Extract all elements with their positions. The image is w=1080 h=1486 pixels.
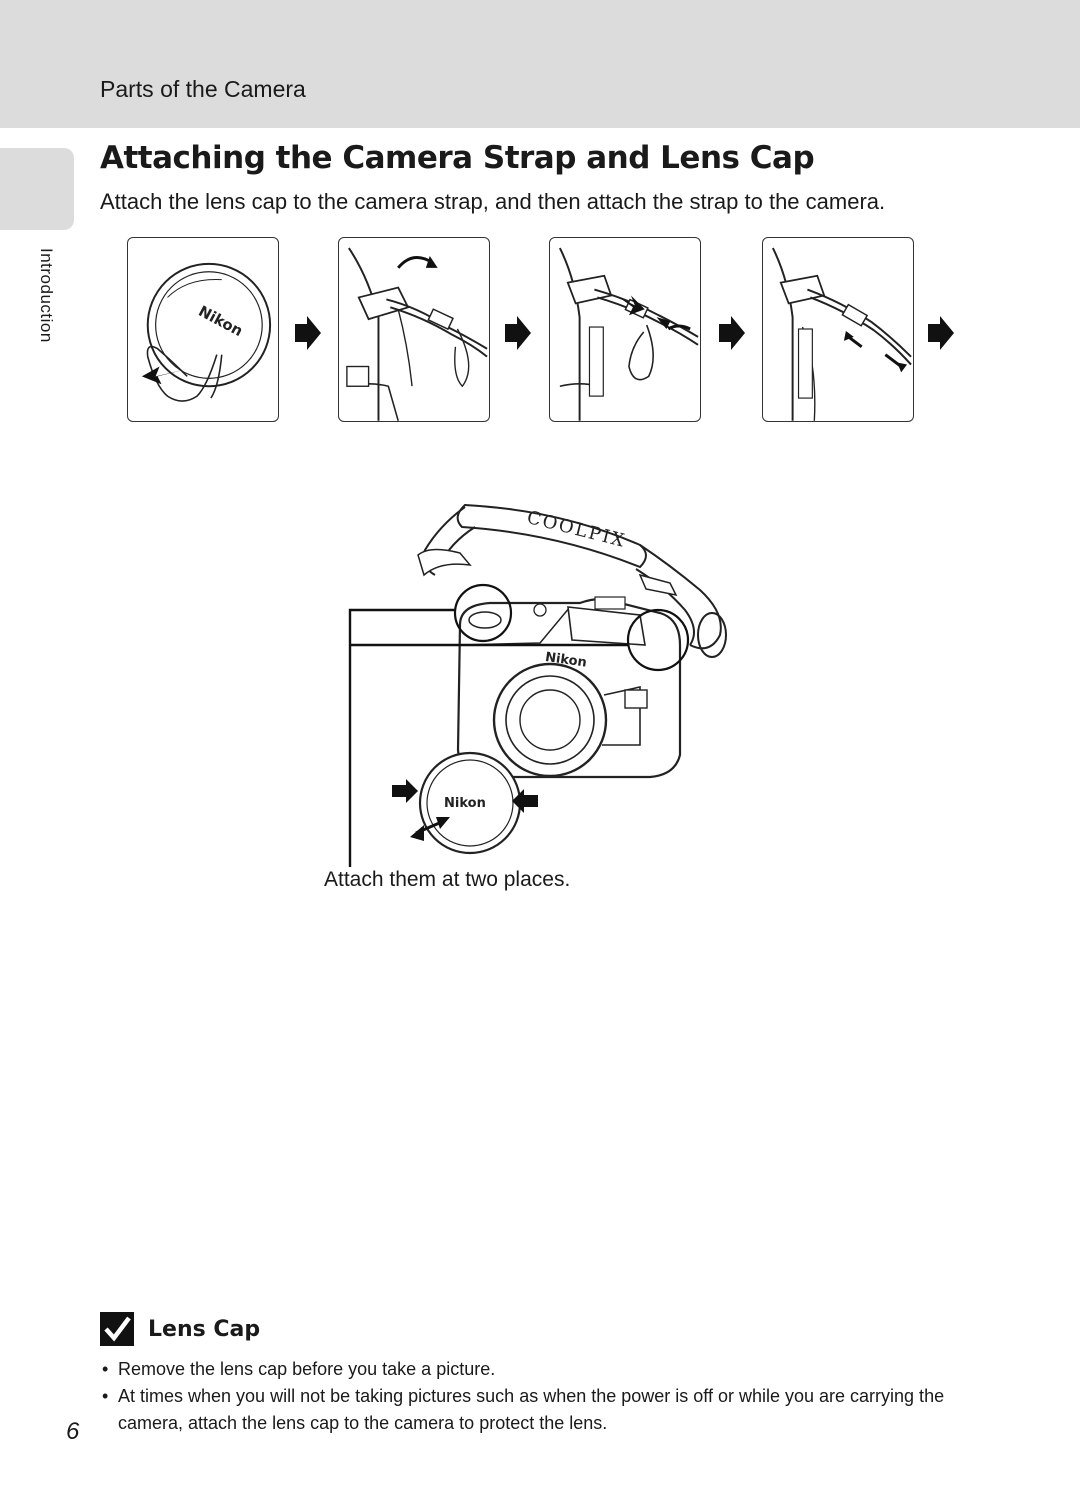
intro-text: Attach the lens cap to the camera strap,… xyxy=(100,189,886,214)
cap-brand-text: Nikon xyxy=(444,796,486,811)
step-4-illustration xyxy=(762,237,914,422)
note-item: At times when you will not be taking pic… xyxy=(100,1383,980,1437)
next-arrow-icon xyxy=(295,316,321,350)
next-arrow-icon xyxy=(505,316,531,350)
page-heading: Attaching the Camera Strap and Lens Cap xyxy=(100,140,815,176)
note-header: Lens Cap xyxy=(100,1312,980,1346)
header-band xyxy=(0,0,1080,128)
side-tab-label: Introduction xyxy=(37,248,56,343)
side-tab xyxy=(0,148,74,230)
page-number: 6 xyxy=(66,1418,80,1445)
next-arrow-icon xyxy=(928,316,954,350)
step-2-illustration xyxy=(338,237,490,422)
figure-caption: Attach them at two places. xyxy=(324,868,571,891)
strap-thread-drawing xyxy=(558,247,699,421)
step-1-illustration: Nikon xyxy=(127,237,279,422)
strap-tighten-drawing xyxy=(771,247,912,421)
note-title: Lens Cap xyxy=(148,1316,261,1342)
section-title: Parts of the Camera xyxy=(100,76,306,102)
note-item: Remove the lens cap before you take a pi… xyxy=(100,1356,980,1383)
lens-cap-cord-drawing: Nikon xyxy=(141,262,272,402)
strap-loop-drawing xyxy=(346,247,488,421)
note-list: Remove the lens cap before you take a pi… xyxy=(100,1356,980,1437)
step-3-illustration xyxy=(549,237,701,422)
next-arrow-icon xyxy=(719,316,745,350)
checkmark-icon xyxy=(100,1312,134,1346)
camera-strap-figure: COOLPIX Nikon Nikon xyxy=(348,503,727,867)
note-block: Lens Cap Remove the lens cap before you … xyxy=(100,1312,980,1437)
